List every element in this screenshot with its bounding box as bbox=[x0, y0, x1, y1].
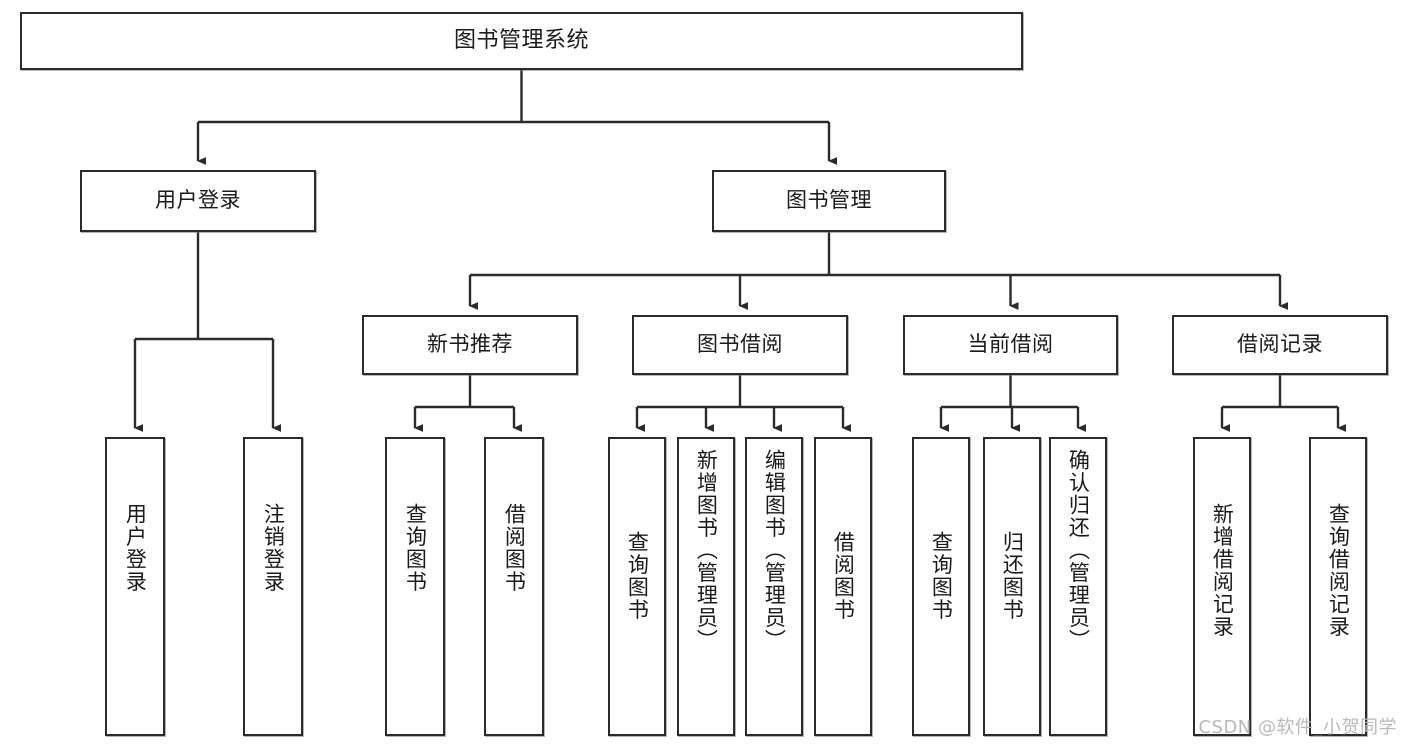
node-newbook[interactable]: 新书推荐 bbox=[362, 315, 578, 375]
node-label: 图书管理系统 bbox=[453, 27, 589, 53]
node-label: 图书借阅 bbox=[697, 332, 783, 357]
node-leaf-login-1[interactable]: 用户登录 bbox=[105, 437, 165, 736]
node-label: 新增图书（管理员） bbox=[694, 449, 719, 652]
node-label: 归还图书 bbox=[1000, 531, 1025, 621]
node-label: 编辑图书（管理员） bbox=[762, 449, 787, 652]
node-label: 查询图书 bbox=[403, 503, 428, 593]
node-label: 注销登录 bbox=[261, 503, 286, 593]
node-label: 用户登录 bbox=[155, 188, 241, 213]
node-label: 用户登录 bbox=[123, 503, 148, 593]
node-leaf-borrow-4[interactable]: 借阅图书 bbox=[814, 437, 872, 736]
node-leaf-cur-2[interactable]: 归还图书 bbox=[983, 437, 1041, 736]
node-label: 借阅记录 bbox=[1237, 332, 1323, 357]
node-label: 新增借阅记录 bbox=[1210, 503, 1235, 638]
node-label: 新书推荐 bbox=[427, 332, 513, 357]
node-leaf-cur-1[interactable]: 查询图书 bbox=[912, 437, 970, 736]
node-label: 借阅图书 bbox=[831, 531, 856, 621]
node-leaf-rec-1[interactable]: 新增借阅记录 bbox=[1193, 437, 1251, 736]
node-leaf-cur-3[interactable]: 确认归还（管理员） bbox=[1049, 437, 1107, 736]
node-leaf-rec-2[interactable]: 查询借阅记录 bbox=[1309, 437, 1367, 736]
node-label: 当前借阅 bbox=[967, 332, 1054, 357]
node-label: 查询借阅记录 bbox=[1326, 503, 1351, 638]
node-bookmgmt[interactable]: 图书管理 bbox=[712, 170, 946, 232]
node-label: 查询图书 bbox=[929, 531, 954, 621]
node-label: 借阅图书 bbox=[502, 503, 527, 593]
node-leaf-new-1[interactable]: 查询图书 bbox=[385, 437, 445, 736]
node-records[interactable]: 借阅记录 bbox=[1172, 315, 1388, 375]
node-label: 确认归还（管理员） bbox=[1066, 449, 1091, 652]
node-leaf-borrow-3[interactable]: 编辑图书（管理员） bbox=[745, 437, 803, 736]
node-borrow[interactable]: 图书借阅 bbox=[632, 315, 848, 375]
node-current[interactable]: 当前借阅 bbox=[903, 315, 1118, 375]
node-leaf-borrow-2[interactable]: 新增图书（管理员） bbox=[677, 437, 735, 736]
node-leaf-new-2[interactable]: 借阅图书 bbox=[484, 437, 544, 736]
node-root[interactable]: 图书管理系统 bbox=[20, 12, 1023, 70]
csdn-watermark: CSDN @软件_小贺同学 bbox=[1198, 717, 1397, 738]
node-label: 查询图书 bbox=[625, 531, 650, 621]
node-label: 图书管理 bbox=[786, 188, 872, 213]
node-leaf-borrow-1[interactable]: 查询图书 bbox=[608, 437, 666, 736]
node-login[interactable]: 用户登录 bbox=[80, 170, 316, 232]
node-leaf-login-2[interactable]: 注销登录 bbox=[243, 437, 303, 736]
